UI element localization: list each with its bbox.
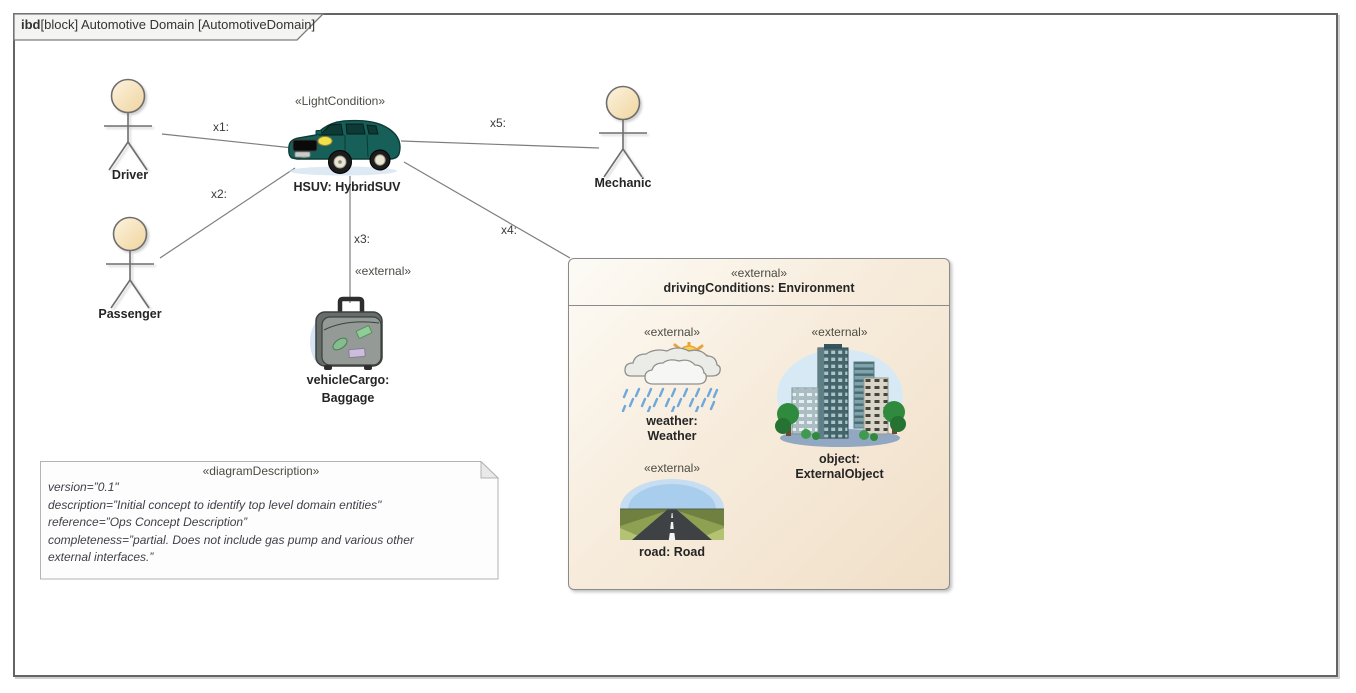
note-line: completeness=”partial. Does not include … [48, 532, 414, 547]
city-buildings-icon [774, 344, 906, 447]
suv-car-icon [288, 119, 401, 176]
diagram-description-note[interactable]: «diagramDescription» version=”0.1" descr… [40, 460, 500, 580]
actor-passenger-label: Passenger [98, 307, 162, 321]
cargo-stereotype: «external» [355, 264, 412, 278]
part-vehicle-cargo[interactable] [306, 292, 394, 379]
connector-label-x2[interactable]: x2: [211, 187, 228, 201]
connector-label-x4[interactable]: x4: [501, 223, 518, 237]
actor-driver[interactable] [98, 78, 158, 178]
weather-label-line2: Weather [647, 429, 697, 443]
object-stereotype: «external» [811, 325, 868, 339]
car-stereotype: «LightCondition» [294, 94, 386, 108]
frame-tab-keyword: ibd [21, 17, 41, 32]
cargo-label-line2: Baggage [321, 391, 375, 405]
note-line: reference=”Ops Concept Description” [48, 515, 248, 529]
part-weather[interactable]: «external» [611, 325, 733, 444]
road-stereotype: «external» [643, 461, 701, 475]
weather-icon [621, 342, 721, 412]
cargo-label: vehicleCargo: Baggage [288, 371, 408, 407]
environment-header: «external» drivingConditions: Environmen… [569, 259, 949, 306]
connector-label-x3[interactable]: x3: [354, 232, 371, 246]
note-line: external interfaces.” [48, 550, 154, 564]
cargo-label-line1: vehicleCargo: [306, 373, 390, 387]
frame-tab-title: ibd[block] Automotive Domain [Automotive… [21, 17, 315, 32]
note-line: version=”0.1" [48, 480, 119, 494]
car-label: HSUV: HybridSUV [293, 180, 401, 194]
part-driving-conditions[interactable]: «external» drivingConditions: Environmen… [568, 258, 950, 590]
weather-stereotype: «external» [643, 325, 701, 339]
part-external-object[interactable]: «external» object: ExternalObject [767, 325, 912, 482]
note-shape [40, 460, 500, 580]
weather-label-line1: weather: [646, 414, 698, 428]
note-body: version=”0.1" description=”Initial conce… [48, 479, 488, 567]
frame-tab [13, 13, 325, 41]
actor-mechanic[interactable] [593, 85, 653, 185]
object-label: object: ExternalObject [795, 452, 883, 482]
part-hsuv[interactable] [283, 111, 403, 182]
weather-label: weather: Weather [646, 414, 697, 444]
road-label: road: Road [639, 545, 705, 559]
actor-driver-label: Driver [111, 168, 149, 182]
environment-stereotype: «external» [730, 266, 788, 280]
actor-icon [104, 78, 152, 171]
actor-mechanic-label: Mechanic [594, 176, 652, 190]
environment-title: drivingConditions: Environment [663, 281, 855, 295]
frame-tab-label: [block] Automotive Domain [AutomotiveDom… [40, 17, 316, 32]
connector-label-x1[interactable]: x1: [213, 120, 230, 134]
object-label-line1: object: [819, 452, 860, 466]
object-label-line2: ExternalObject [795, 467, 884, 481]
actor-icon [599, 85, 647, 178]
road-icon [620, 479, 724, 540]
part-road[interactable]: «external» road: Road [611, 461, 733, 560]
actor-icon [106, 216, 154, 309]
note-line: description=”Initial concept to identify… [48, 497, 382, 512]
actor-passenger[interactable] [100, 216, 160, 316]
note-stereotype: «diagramDescription» [202, 464, 320, 478]
baggage-icon [310, 296, 383, 370]
connector-label-x5[interactable]: x5: [490, 116, 507, 130]
